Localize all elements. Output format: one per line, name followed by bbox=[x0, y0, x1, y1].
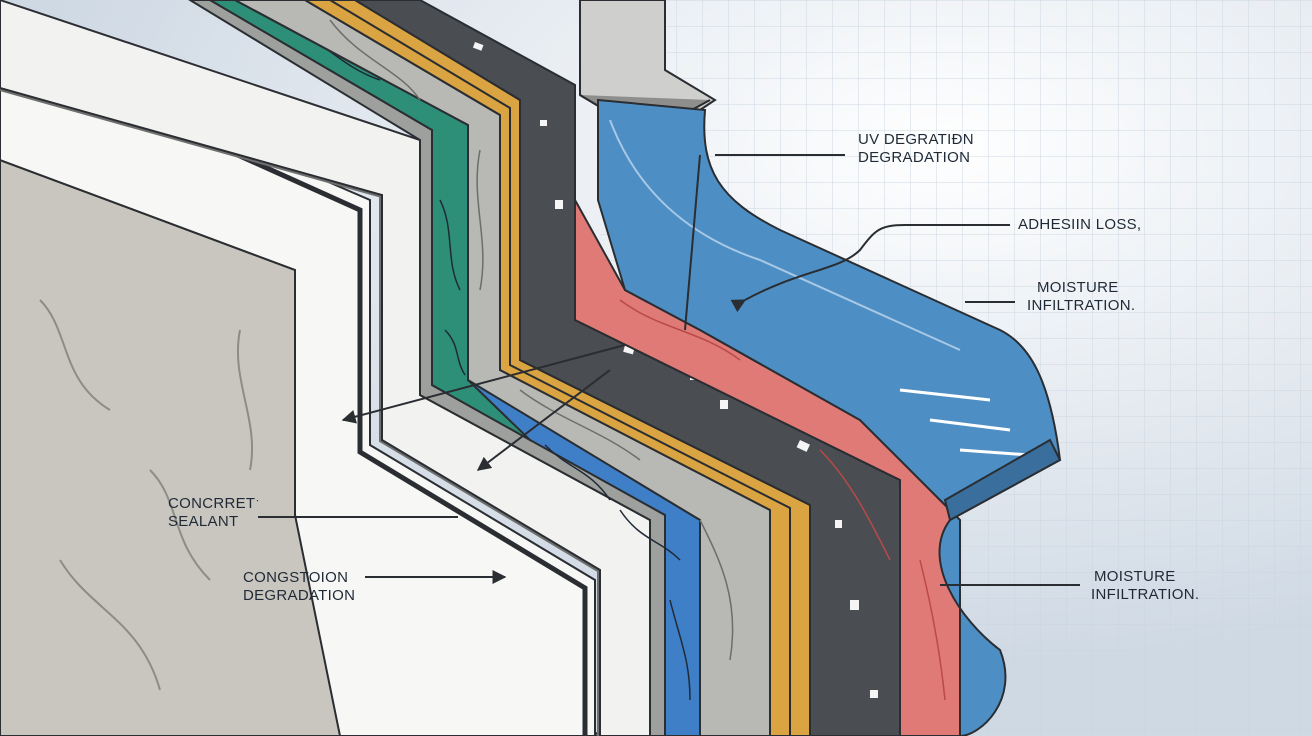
label-moisture-bottom-line1: MOISTURE bbox=[1094, 568, 1176, 585]
label-moisture-bottom: MOISTURE INFILTRATION. bbox=[1091, 568, 1200, 604]
label-uv-line2: DEGRADATION bbox=[858, 149, 971, 166]
label-adhesion-text: ADHESIIN LOSS, bbox=[1018, 216, 1142, 233]
label-moisture-top-line2: INFILTRATION. bbox=[1027, 297, 1136, 314]
label-concrete-line1: CONCRRETˑ bbox=[168, 495, 260, 512]
label-uv-degradation: UV DEGRATIÐN DEGRADATION bbox=[858, 131, 974, 167]
leader-adhesion bbox=[730, 224, 1010, 313]
label-moisture-top-line1: MOISTURE bbox=[1037, 279, 1119, 296]
leader-sealant-arrow bbox=[341, 344, 626, 424]
leader-degradation-arrow bbox=[476, 369, 611, 471]
label-moisture-top: MOISTURE INFILTRATION. bbox=[1027, 279, 1135, 315]
label-congestion-degradation: CONGSTOION DEGRADATION bbox=[243, 569, 355, 605]
label-concrete-sealant: CONCRRETˑ SEALANT bbox=[168, 495, 260, 531]
label-uv-line1: UV DEGRATIÐN bbox=[858, 131, 974, 148]
label-adhesion-loss: ADHESIIN LOSS, bbox=[1018, 216, 1141, 234]
blue-membrane-layer bbox=[597, 98, 1062, 736]
label-concrete-line2: SEALANT bbox=[168, 513, 239, 530]
sealant-layer bbox=[0, 38, 596, 736]
label-congestion-line1: CONGSTOION bbox=[243, 569, 349, 586]
label-moisture-bottom-line2: INFILTRATION. bbox=[1091, 586, 1200, 603]
label-congestion-line2: DEGRADATION bbox=[243, 587, 356, 604]
